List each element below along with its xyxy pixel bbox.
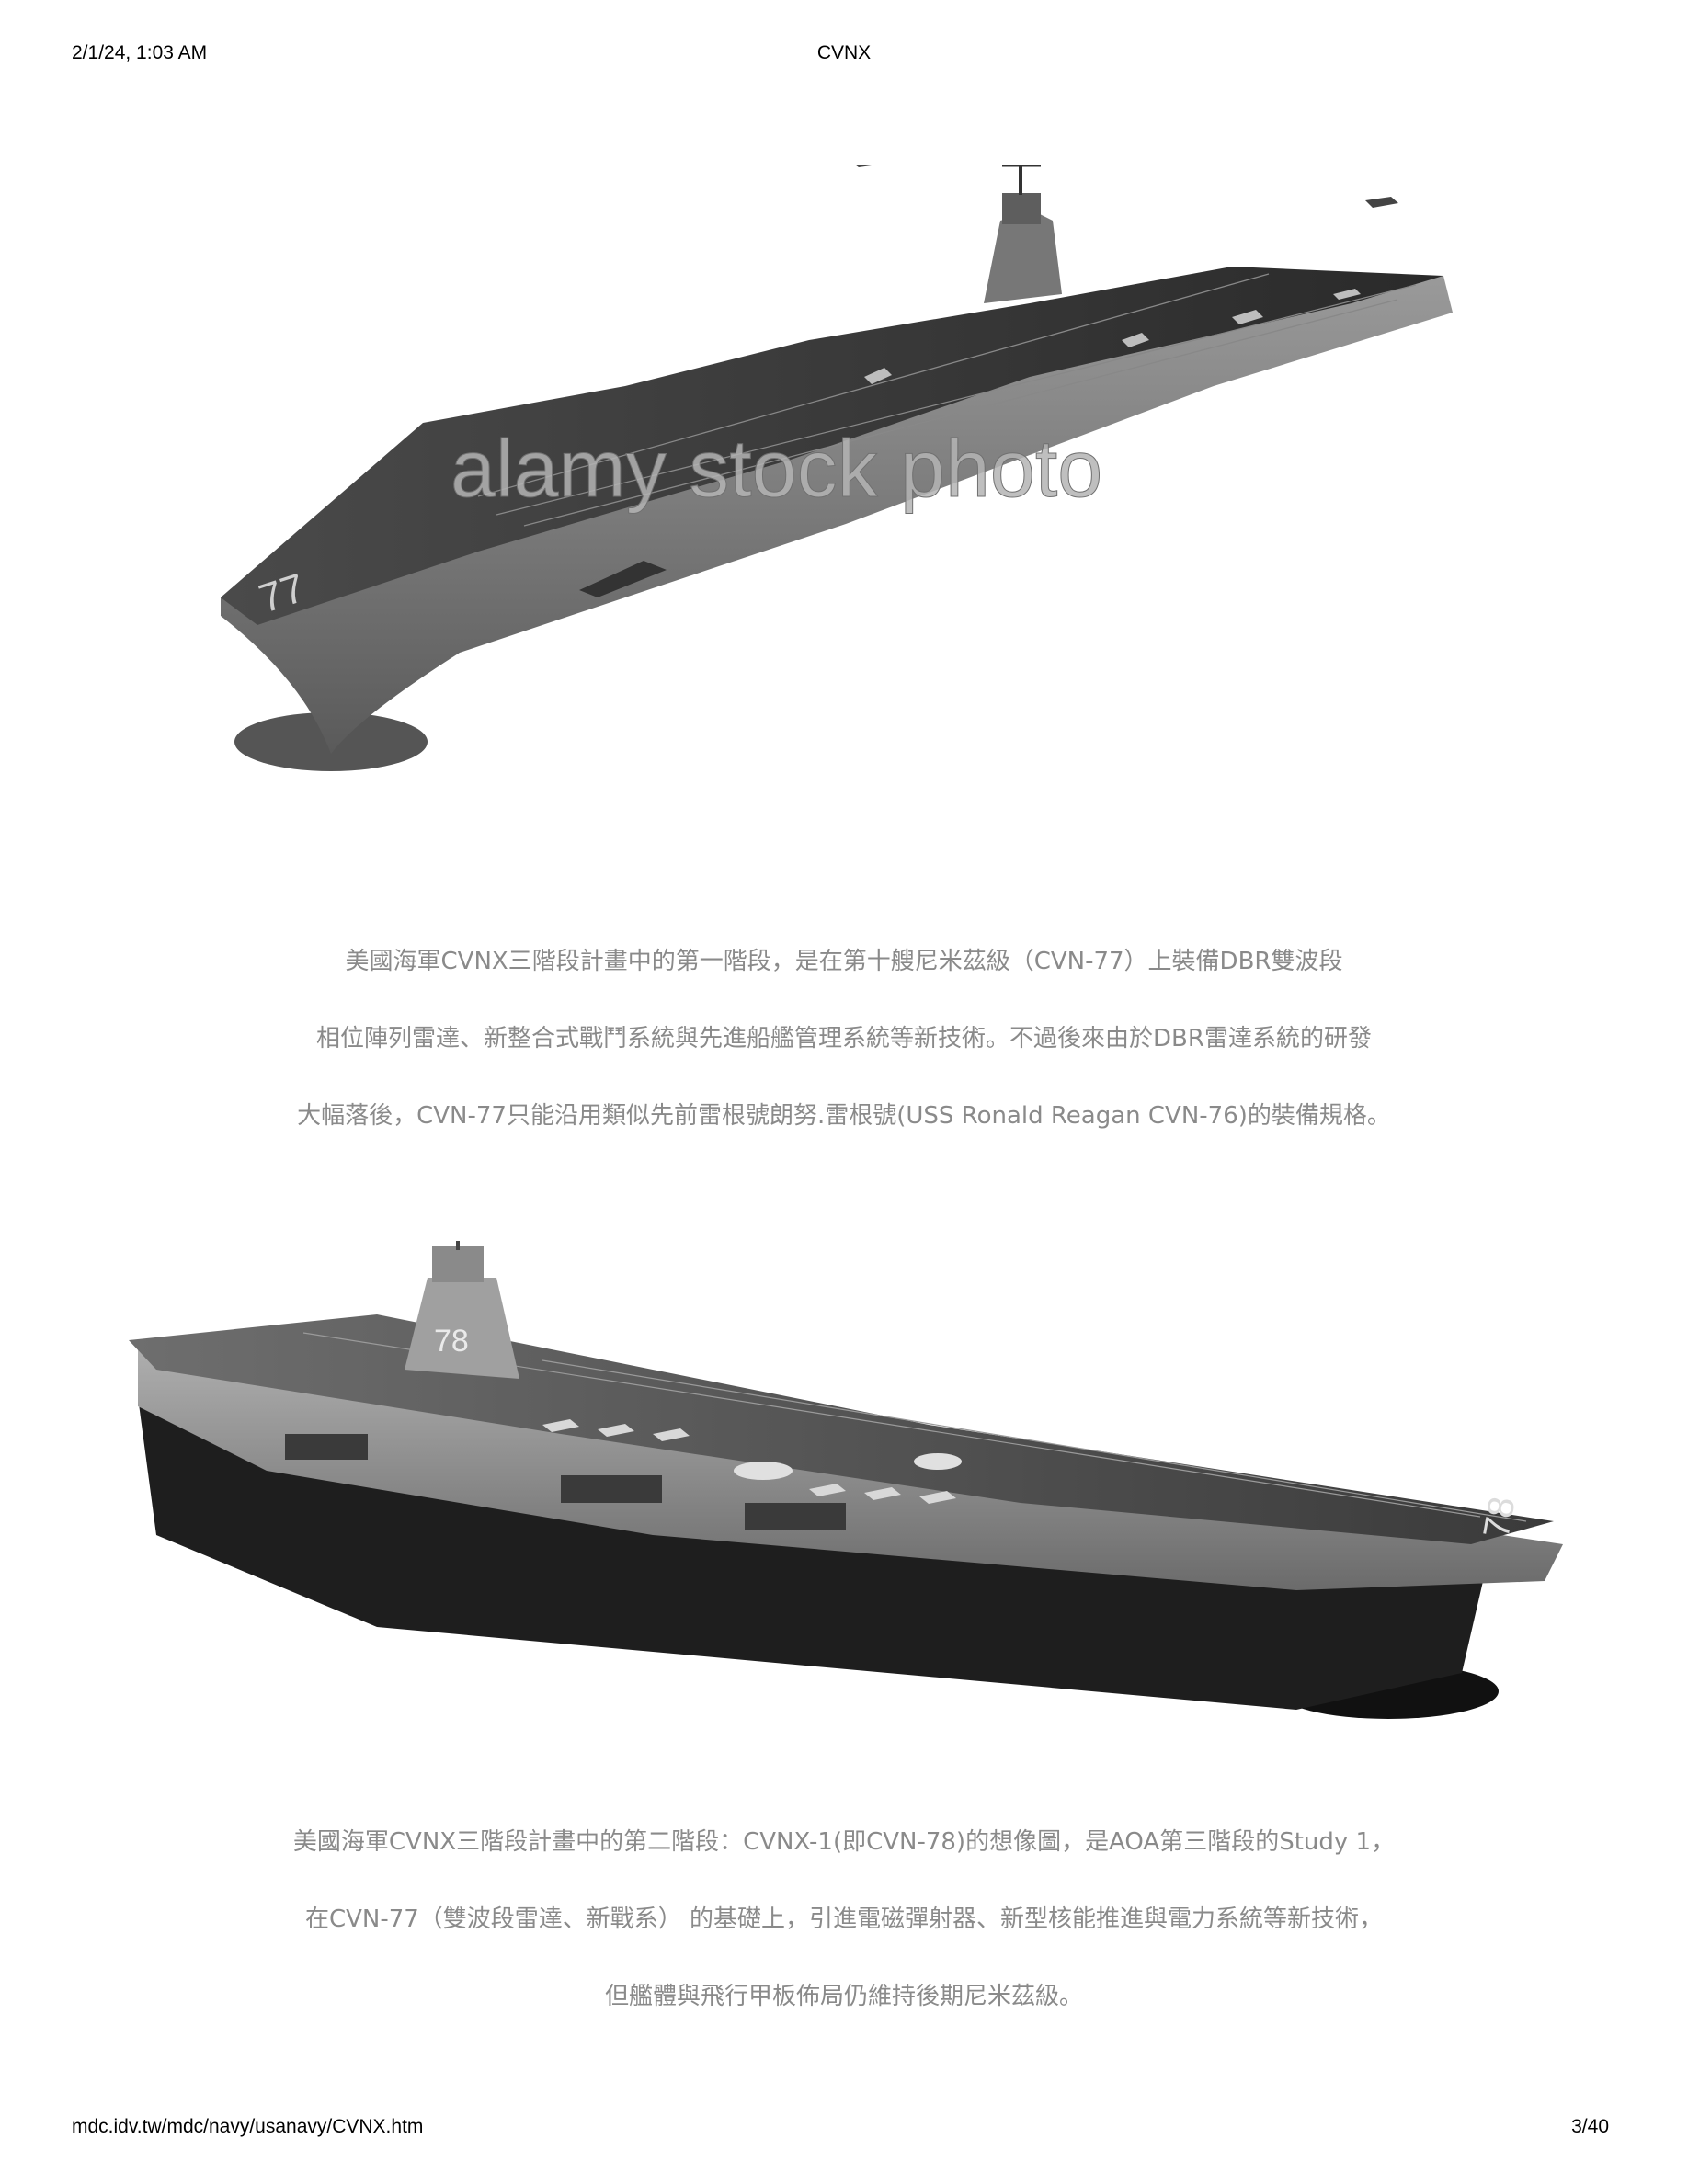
caption-line: 但艦體與飛行甲板佈局仍維持後期尼米茲級。 [604,1983,1083,2010]
carrier-cvn78-image: 78 78 [101,1172,1591,1756]
page-title: CVNX [816,42,872,63]
island-number: 78 [434,1324,469,1359]
aircraft-carrier-image: 78 78 [129,1172,1563,1719]
caption-line: 相位陣列雷達、新整合式戰鬥系統與先進船艦管理系統等新技術。不過後來由於DBR雷達… [316,1025,1372,1052]
carrier-cvn77-image: 77 alamy stock photo [202,147,1489,809]
stock-photo-watermark: alamy stock photo [451,423,1102,514]
caption-line: 大幅落後，CVN-77只能沿用類似先前雷根號朗努.雷根號(USS Ronald … [297,1102,1391,1130]
deck-number: 78 [1477,1494,1523,1541]
print-datetime: 2/1/24, 1:03 AM [72,42,208,63]
page-number: 3/40 [1571,2116,1609,2137]
caption-line: 美國海軍CVNX三階段計畫中的第二階段：CVNX-1(即CVN-78)的想像圖，… [292,1828,1396,1856]
page-url: mdc.idv.tw/mdc/navy/usanavy/CVNX.htm [72,2116,424,2137]
caption-line: 在CVN-77（雙波段雷達、新戰系） 的基礎上，引進電磁彈射器、新型核能推進與電… [304,1905,1384,1933]
caption-second-phase: 美國海軍CVNX三階段計畫中的第二階段：CVNX-1(即CVN-78)的想像圖，… [184,1803,1504,2035]
caption-first-phase: 美國海軍CVNX三階段計畫中的第一階段，是在第十艘尼米茲級（CVN-77）上裝備… [184,923,1504,1155]
caption-line: 美國海軍CVNX三階段計畫中的第一階段，是在第十艘尼米茲級（CVN-77）上裝備… [345,948,1343,975]
aircraft-carrier-image: 77 alamy stock photo [221,147,1453,771]
